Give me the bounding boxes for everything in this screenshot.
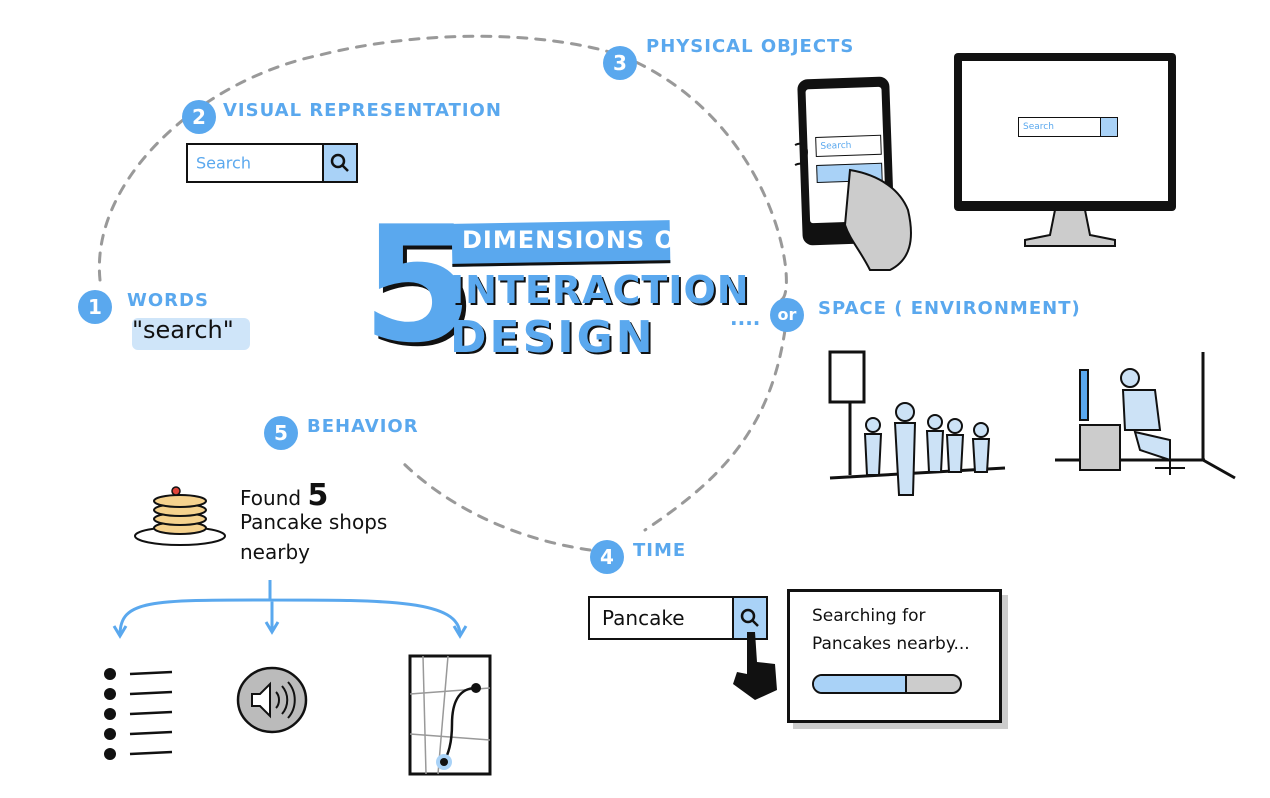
time-message-line1: Searching for <box>812 606 926 626</box>
time-number-badge: 4 <box>590 540 624 574</box>
speaker-icon <box>236 666 308 734</box>
time-label: TIME <box>633 540 687 561</box>
physical-number-badge: 3 <box>603 46 637 80</box>
words-example: "search" <box>132 316 234 344</box>
space-environment-illustration <box>828 350 1236 496</box>
behavior-found-line3: nearby <box>240 540 310 564</box>
space-label: SPACE ( ENVIRONMENT) <box>818 298 1081 319</box>
behavior-found-count: 5 <box>307 478 329 513</box>
time-search-field[interactable]: Pancake <box>588 596 768 640</box>
visual-search-field[interactable]: Search <box>186 143 358 183</box>
time-search-value: Pancake <box>602 606 685 630</box>
space-or-badge: or <box>770 298 804 332</box>
hand-holding-phone-icon <box>794 142 912 271</box>
visual-label: VISUAL REPRESENTATION <box>223 100 502 121</box>
monitor-stand <box>1024 210 1116 247</box>
behavior-found-line1: Found 5 <box>240 478 328 513</box>
hand-pointer-icon <box>733 632 777 700</box>
physical-label: PHYSICAL OBJECTS <box>646 36 855 57</box>
time-status-panel: Searching for Pancakes nearby... <box>787 589 1002 723</box>
search-icon <box>330 153 349 172</box>
title-line3: DESIGN <box>450 312 656 363</box>
space-connector: .... <box>730 306 761 330</box>
monitor-search-field[interactable]: Search <box>1018 117 1118 137</box>
visual-search-button[interactable] <box>322 145 356 181</box>
title-line2: INTERACTION <box>450 268 750 312</box>
behavior-label: BEHAVIOR <box>307 416 419 437</box>
behavior-found-line2: Pancake shops <box>240 510 388 534</box>
search-icon <box>740 608 759 627</box>
title-line1: DIMENSIONS OF <box>462 226 694 254</box>
words-highlight <box>132 318 250 350</box>
list-icon <box>104 668 173 760</box>
visual-number-badge: 2 <box>182 100 216 134</box>
map-icon <box>408 654 492 776</box>
words-label: WORDS <box>127 290 209 311</box>
words-number-badge: 1 <box>78 290 112 324</box>
behavior-number-badge: 5 <box>264 416 298 450</box>
time-search-button[interactable] <box>732 598 766 638</box>
monitor-icon: Search <box>954 53 1176 211</box>
pancake-stack-icon <box>134 486 226 546</box>
time-progress-bar <box>812 674 962 694</box>
time-progress-fill <box>814 676 907 692</box>
visual-search-placeholder: Search <box>196 153 251 173</box>
behavior-found-prefix: Found <box>240 486 302 510</box>
monitor-search-placeholder: Search <box>1023 122 1054 132</box>
behavior-branch-arrows <box>112 580 468 639</box>
time-message-line2: Pancakes nearby... <box>812 634 970 654</box>
